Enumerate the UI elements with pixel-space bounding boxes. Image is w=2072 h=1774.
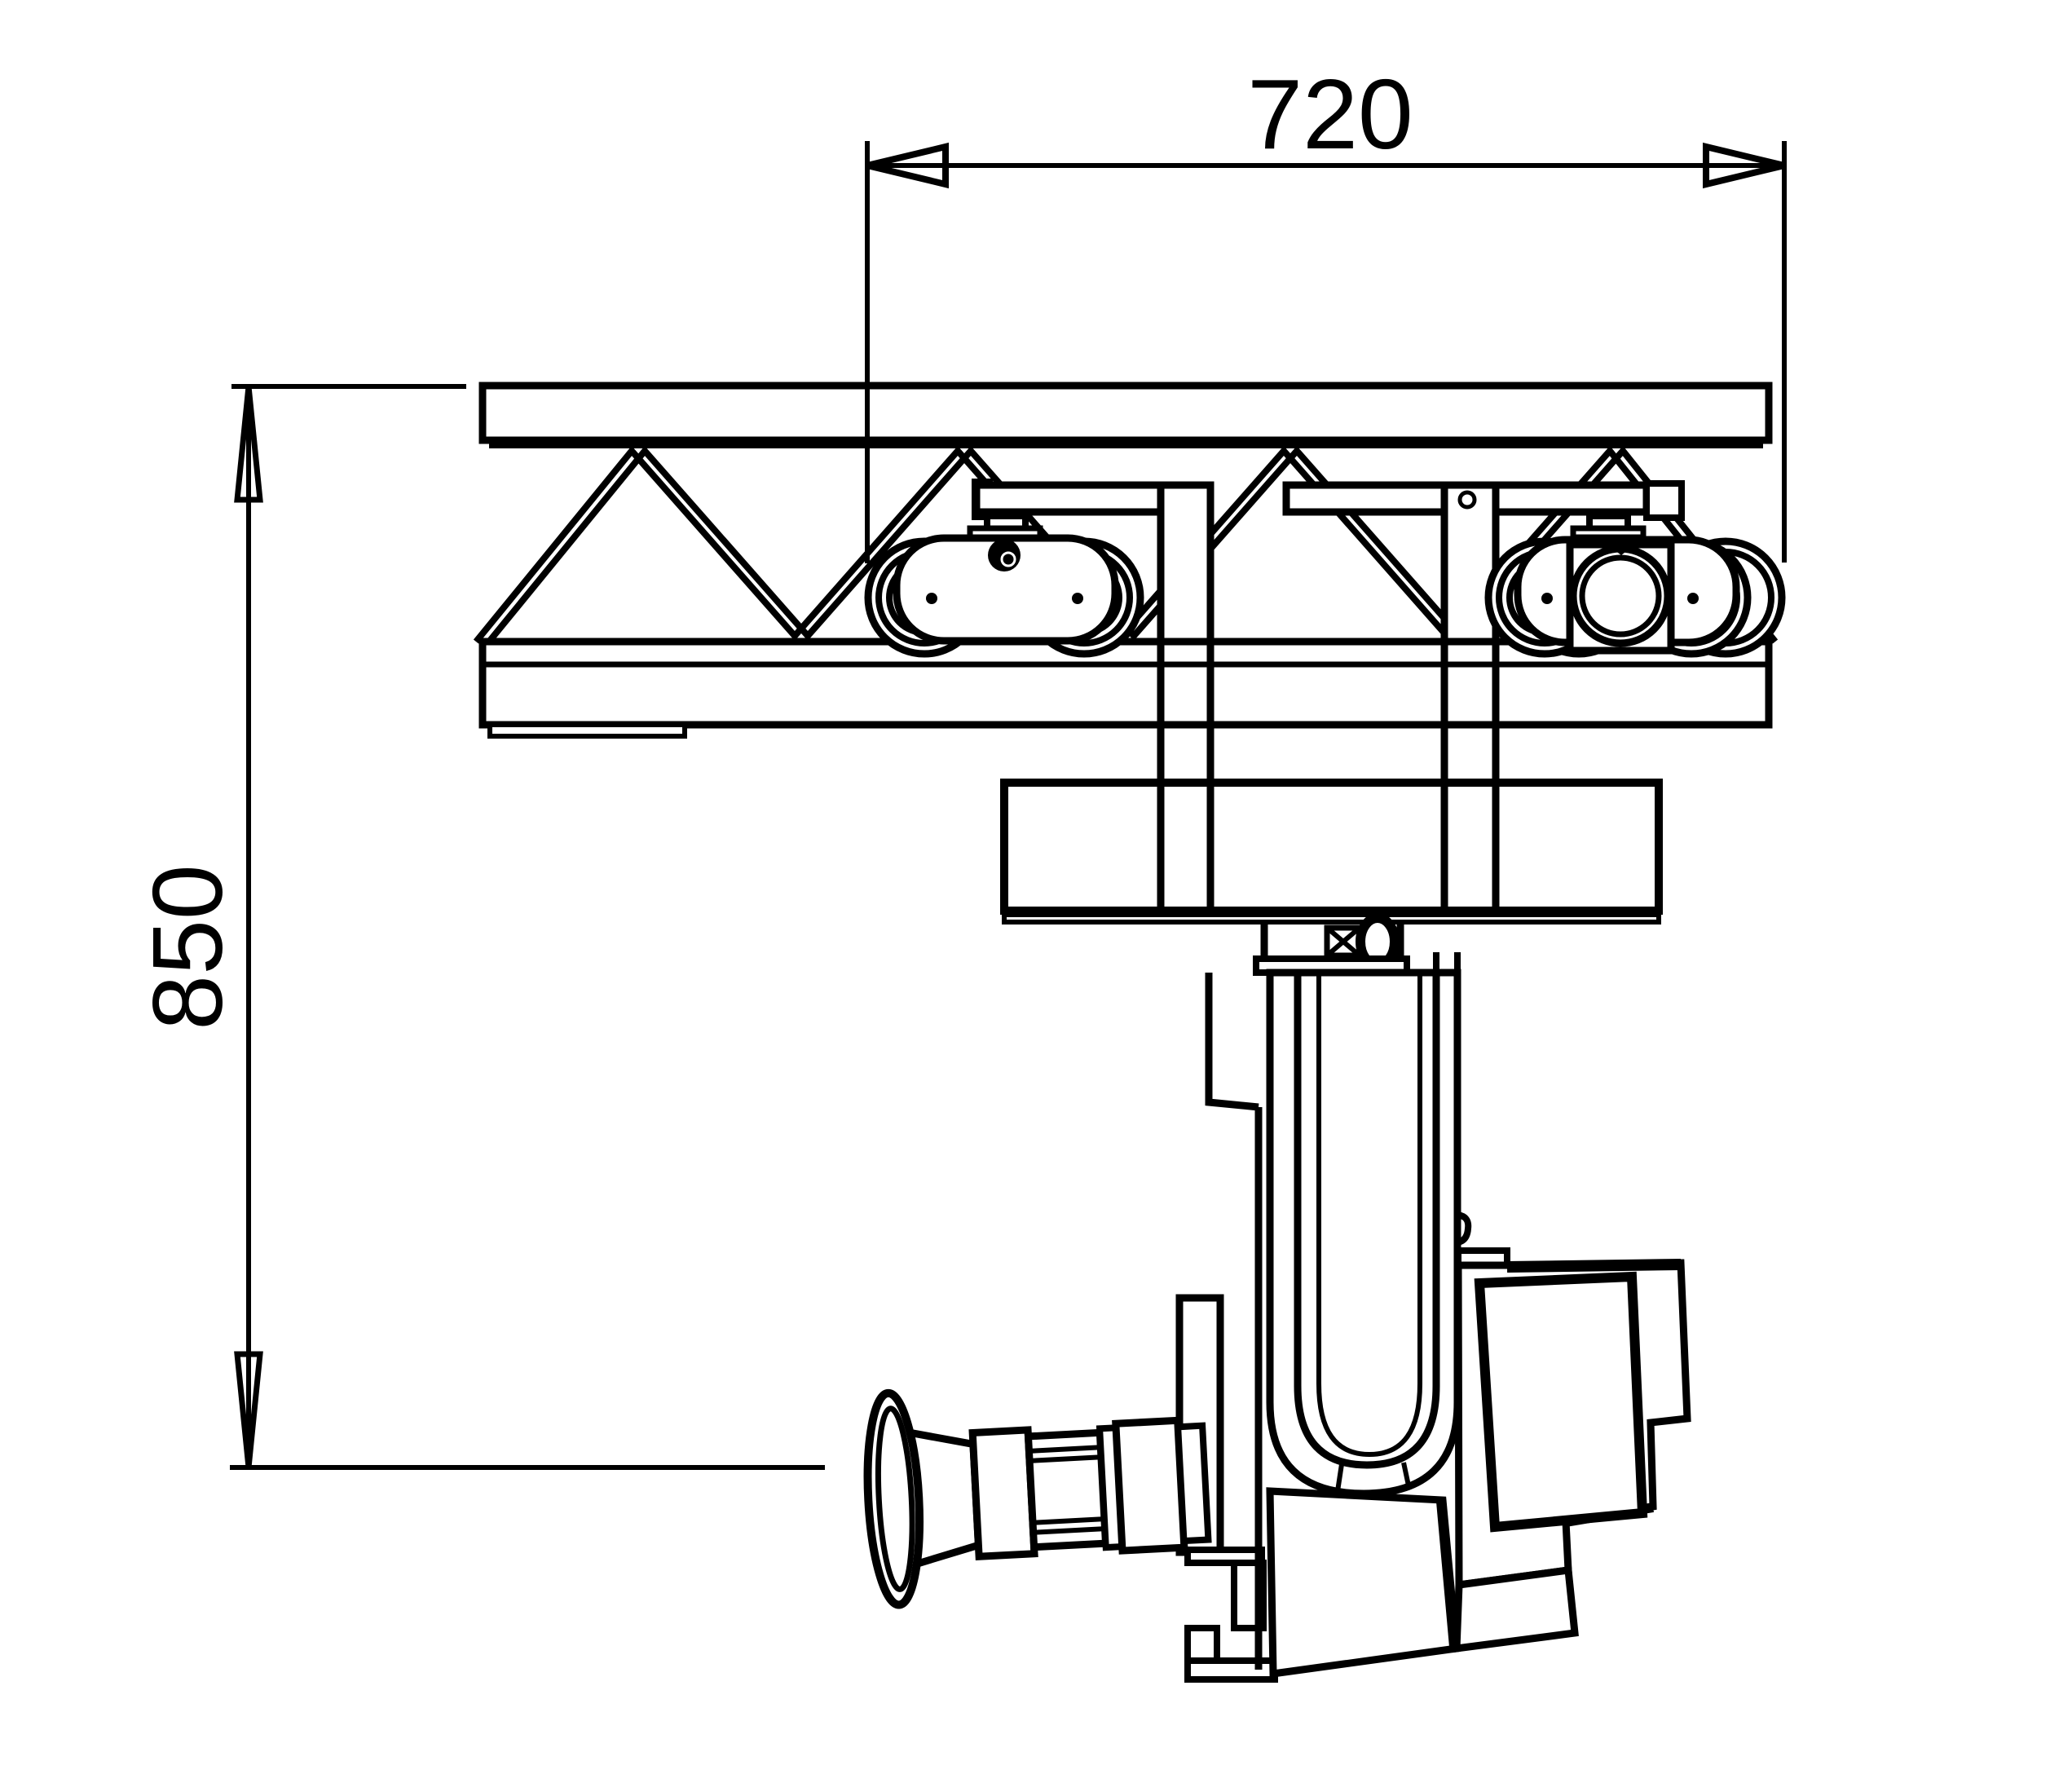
trolley-beams: [972, 479, 1685, 521]
fork-arm: [1266, 952, 1472, 1498]
dimension-850: 850: [132, 384, 825, 1470]
yoke-neck: [1253, 913, 1410, 976]
horn-assembly: [863, 1388, 1212, 1609]
horn-bell-rim: [863, 1388, 924, 1609]
right-trolley-wedge: [1607, 545, 1635, 555]
barrel-cap: [1174, 1422, 1212, 1545]
left-trolley-pivot-hole: [1000, 551, 1016, 567]
right-beam-endcap: [1643, 480, 1685, 521]
right-housing-lower: [1453, 1565, 1579, 1653]
right-trolley-bracket-plate: [1570, 525, 1647, 541]
bottom-chord-lip: [487, 722, 687, 739]
right-trolley-barrel: [1569, 545, 1672, 647]
hanger-bars-upper: [1157, 481, 1500, 649]
fork-arm-slot: [1294, 973, 1440, 1469]
fork-arm-slot-inner: [1316, 973, 1422, 1458]
right-trolley-barrel-inner: [1579, 554, 1662, 638]
dimension-width-label: 720: [1247, 59, 1413, 170]
left-trolley-bolt: [1072, 593, 1083, 604]
right-trolley-bolt: [1541, 593, 1553, 604]
hanger-bars-lower: [1157, 644, 1500, 911]
left-trolley: [864, 513, 1144, 658]
right-housing-face: [1474, 1271, 1648, 1533]
fixture: [863, 952, 1691, 1683]
right-housing: [1453, 1247, 1691, 1653]
barrel-section: [1112, 1416, 1188, 1555]
hanger-bar-hole: [1457, 490, 1477, 510]
arm-hook-detail: [1457, 1211, 1472, 1246]
truss-bottom-chord: [478, 638, 1773, 739]
left-trolley-bracket-plate: [967, 525, 1043, 541]
barrel-flange: [968, 1426, 1038, 1561]
left-trolley-bolt: [926, 593, 937, 604]
bottom-body: [1266, 1487, 1461, 1679]
arrowhead-top: [234, 386, 263, 503]
truss-top-chord: [478, 382, 1773, 448]
arrowhead-right: [1703, 142, 1785, 189]
arrowhead-left: [866, 142, 949, 189]
mounting-plate: [1205, 973, 1263, 1670]
dimension-height-label: 850: [132, 864, 243, 1030]
arrowhead-bottom: [234, 1351, 263, 1468]
horn-bell-rim-inner: [875, 1406, 915, 1592]
dimension-720: 720: [865, 59, 1787, 563]
right-trolley: [1457, 490, 1786, 658]
yoke-box: [1000, 779, 1663, 925]
right-trolley-bolt: [1687, 593, 1699, 604]
